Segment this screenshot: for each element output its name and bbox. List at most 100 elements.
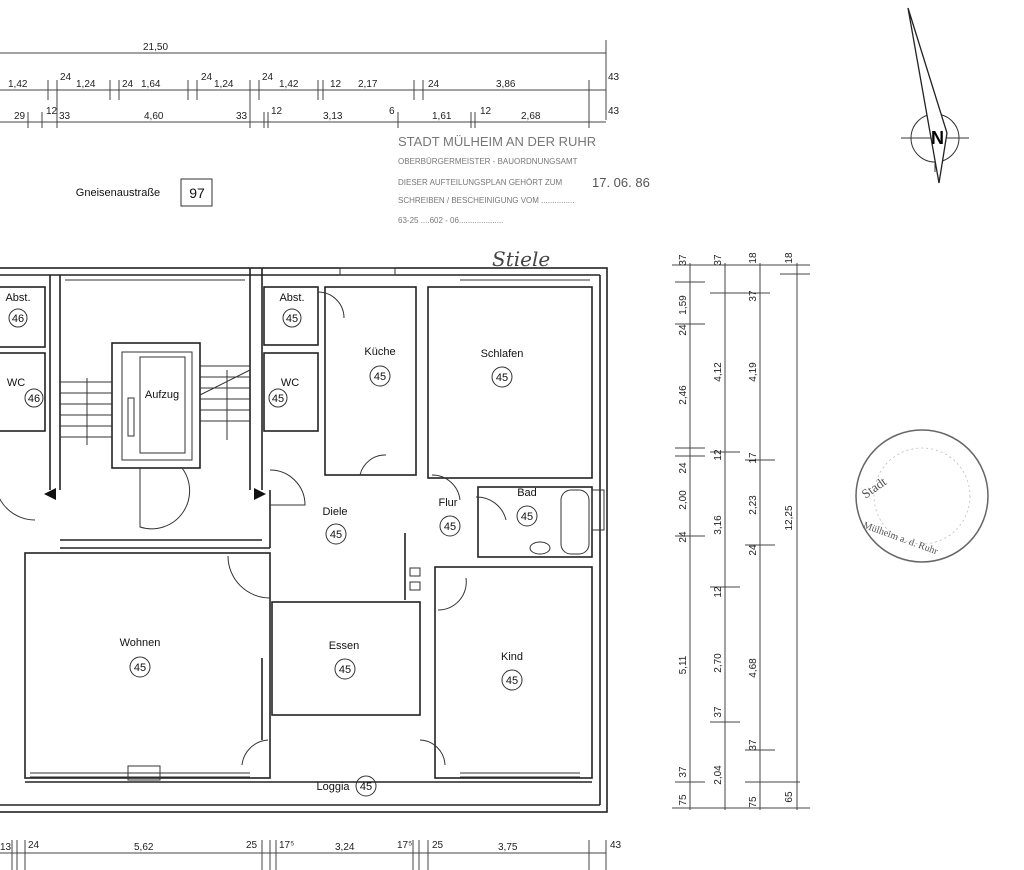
dim-label: 24 [60,72,72,83]
dim-label: 13 [0,842,12,853]
walls [0,267,608,813]
doors [0,291,507,766]
room-tag: 45 [444,521,456,533]
room-label: Wohnen [120,637,161,649]
room-flur: Flur 45 [439,497,461,537]
dim-label: 4,12 [713,362,724,382]
dim-label: 37 [678,766,689,778]
north-label: N [931,128,944,148]
dim-label: 2,00 [678,490,689,510]
stamp-line: DIESER AUFTEILUNGSPLAN GEHÖRT ZUM [398,178,563,187]
dim-label: 37 [713,706,724,718]
room-bad: Bad 45 [516,487,538,527]
dim-label: 24 [428,79,440,90]
dim-label: 37 [748,739,759,751]
stamp-line: 63-25 ....602 - 06.................... [398,216,503,225]
dim-label: 43 [608,106,620,117]
room-tag: 45 [374,371,386,383]
room-abst-left: Abst. 46 [5,292,31,328]
dim-label: 5,11 [678,655,689,674]
room-tag: 45 [506,675,518,687]
room-tag: 45 [330,529,342,541]
stamp-line: STADT MÜLHEIM AN DER RUHR [398,134,596,149]
dim-label: 4,19 [748,362,759,382]
room-labels: Abst. 46 WC 46 Aufzug Abst. 45 WC 45 Küc… [5,292,538,797]
seal-text: Mülheim a. d. Ruhr [862,520,940,557]
dim-label: 17 [748,452,759,464]
room-label: Küche [364,346,395,358]
seal-text: Stadt [859,474,890,502]
dim-label: 2,17 [358,79,378,90]
dim-label: 12 [713,586,724,598]
dim-label: 18 [748,252,759,264]
room-label: Flur [439,497,458,509]
dim-label: 43 [608,72,620,83]
dim-label: 75 [678,794,689,806]
room-label: Schlafen [481,348,524,360]
dim-label: 33 [236,111,248,122]
dim-label: 24 [122,79,134,90]
dim-label: 17⁵ [397,840,412,851]
dim-label: 12 [330,79,342,90]
room-kind: Kind 45 [501,651,523,691]
dim-label: 24 [201,72,213,83]
dim-label: 1,42 [279,79,299,90]
right-dimension-chains: 371,59242,46242,00245,113775374,12123,16… [672,252,810,810]
dim-label: 2,23 [748,495,759,515]
room-essen: Essen 45 [329,640,360,680]
room-tag: 45 [134,662,146,674]
room-schlafen: Schlafen 45 [481,348,524,388]
room-label: Essen [329,640,360,652]
stairwell [44,342,266,530]
dim-label: 12,25 [784,505,795,530]
room-diele: Diele 45 [322,506,348,545]
dim-label: 2,04 [713,765,724,785]
dim-label: 3,16 [713,515,724,535]
bottom-dimension-chain: 13 24 5,62 25 17⁵ 3,24 17⁵ 25 3,75 43 [0,840,622,870]
dim-label: 3,86 [496,79,516,90]
dim-label: 24 [678,324,689,336]
dim-label: 4,60 [144,111,164,122]
dim-label: 65 [784,791,795,803]
dim-label: 3,13 [323,111,343,122]
signature: Stiele [492,247,550,271]
house-number: 97 [189,185,205,201]
dim-label: 1,64 [141,79,161,90]
room-label: Abst. [279,292,304,304]
room-label: Abst. [5,292,30,304]
top-dimension-chains: 21,50 1,42 24 1,24 24 1,64 24 1,24 24 1,… [0,40,620,128]
dim-label: 25 [432,840,444,851]
room-tag: 46 [12,313,24,325]
dim-label: 3,24 [335,842,355,853]
room-label: Diele [322,506,347,518]
room-label: Bad [517,487,537,499]
dim-label: 24 [28,840,40,851]
stamp-line: OBERBÜRGERMEISTER - BAUORDNUNGSAMT [398,157,578,166]
dim-label: 29 [14,111,26,122]
stamp-line: SCHREIBEN / BESCHEINIGUNG VOM ..........… [398,196,574,205]
dim-label: 2,68 [521,111,541,122]
dim-label: 33 [59,111,71,122]
dim-label: 24 [748,544,759,556]
room-wc-right: WC 45 [268,377,299,408]
dim-label: 12 [480,106,492,117]
city-seal: Stadt Mülheim a. d. Ruhr [855,429,989,563]
dim-label: 18 [784,252,795,264]
dim-label: 2,46 [678,385,689,405]
dim-label: 6 [389,106,395,117]
dim-label: 37 [748,290,759,302]
stamp-date: 17. 06. 86 [592,175,650,190]
dim-label: 24 [262,72,274,83]
arrow-left-icon [44,488,56,500]
room-tag: 45 [339,664,351,676]
dim-total-top: 21,50 [143,42,168,53]
room-tag: 45 [360,781,372,793]
arrow-right-icon [254,488,266,500]
north-arrow-icon: N [901,7,969,184]
room-abst-right: Abst. 45 [279,292,305,328]
dim-label: 17⁵ [279,840,294,851]
house-number-box [180,178,213,207]
room-label-aufzug: Aufzug [145,389,179,401]
dim-label: 1,59 [678,295,689,315]
